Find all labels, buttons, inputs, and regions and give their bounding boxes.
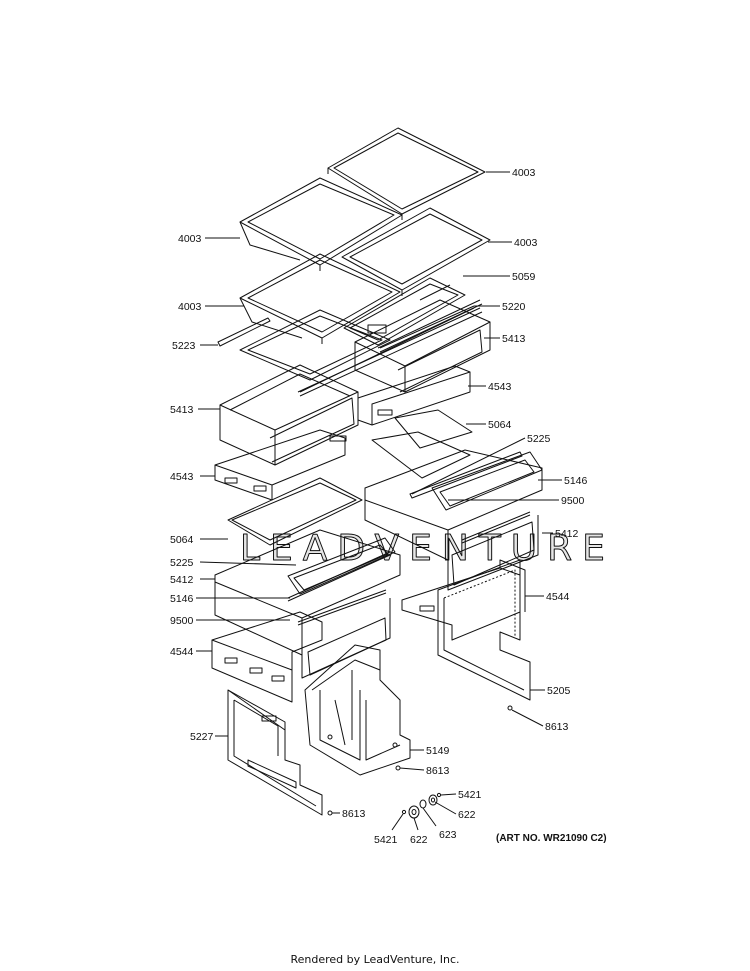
- callout-5059: 5059: [512, 271, 536, 283]
- art-number: (ART NO. WR21090 C2): [496, 833, 607, 844]
- drawer-5413-left: [219, 364, 359, 466]
- callout-5413: 5413: [502, 333, 526, 345]
- callout-5146: 5146: [564, 475, 588, 487]
- callout-622: 622: [410, 834, 428, 846]
- rod-5223: [217, 317, 271, 347]
- callout-5225: 5225: [170, 557, 194, 569]
- shelf-frame-left: [239, 309, 391, 381]
- callout-5064: 5064: [170, 534, 194, 546]
- side-panel-5227: [227, 689, 323, 816]
- callout-4543: 4543: [488, 381, 512, 393]
- callout-8613: 8613: [342, 808, 366, 820]
- callout-8613: 8613: [545, 721, 569, 733]
- callout-4003: 4003: [178, 233, 202, 245]
- callout-5146: 5146: [170, 593, 194, 605]
- center-frame-5149: [304, 644, 411, 776]
- callout-623: 623: [439, 829, 457, 841]
- callout-labels: 4003 4003 4003 5059 4003 5220 5223 5413 …: [170, 167, 607, 846]
- bushing-622-left: [408, 805, 420, 819]
- bushing-622-right: [428, 794, 438, 806]
- callout-5413: 5413: [170, 404, 194, 416]
- pan-drawer-5412-right: [364, 449, 543, 591]
- glass-shelf-top-right: [327, 127, 486, 220]
- callout-4003: 4003: [512, 167, 536, 179]
- drawer-5413-right: [354, 284, 491, 393]
- callout-5412: 5412: [555, 528, 579, 540]
- callout-622: 622: [458, 809, 476, 821]
- pan-slide-4544-left: [211, 611, 323, 703]
- leader-lines: [196, 171, 562, 831]
- screw-8613-center: [395, 765, 401, 771]
- callout-4003: 4003: [514, 237, 538, 249]
- callout-5205: 5205: [547, 685, 571, 697]
- pan-drawer-5412-left: [214, 529, 401, 679]
- watermark: LEADVENTURE: [240, 528, 615, 569]
- fastener-5421-right: [436, 792, 442, 798]
- drawer-slide-4543-left: [214, 429, 346, 501]
- callout-4543: 4543: [170, 471, 194, 483]
- callout-5227: 5227: [190, 731, 214, 743]
- callout-4544: 4544: [170, 646, 194, 658]
- callout-5223: 5223: [172, 340, 196, 352]
- glass-shelf-mid-right: [341, 207, 491, 296]
- shelf-frame-5059: [343, 277, 466, 346]
- callout-9500: 9500: [170, 615, 194, 627]
- footer-credit: Rendered by LeadVenture, Inc.: [290, 953, 460, 966]
- callout-8613: 8613: [426, 765, 450, 777]
- callout-4003: 4003: [178, 301, 202, 313]
- screw-8613-bottom: [327, 810, 333, 816]
- pan-slide-4544-right: [401, 559, 526, 641]
- callout-5220: 5220: [502, 301, 526, 313]
- callout-5421: 5421: [458, 789, 482, 801]
- cap-623: [419, 799, 427, 809]
- callout-4544: 4544: [546, 591, 570, 603]
- drawer-slide-4543-right: [329, 365, 471, 442]
- screw-8613-right: [507, 705, 513, 711]
- callout-5149: 5149: [426, 745, 450, 757]
- callout-9500: 9500: [561, 495, 585, 507]
- callout-5225: 5225: [527, 433, 551, 445]
- callout-5421: 5421: [374, 834, 398, 846]
- fastener-5421-left: [401, 809, 407, 815]
- side-panel-5205: [437, 559, 531, 701]
- callout-5064: 5064: [488, 419, 512, 431]
- callout-5412: 5412: [170, 574, 194, 586]
- cover-glass-5064-right: [371, 409, 473, 479]
- glass-shelf-top-left: [239, 177, 403, 271]
- cover-glass-5064-left: [227, 477, 363, 546]
